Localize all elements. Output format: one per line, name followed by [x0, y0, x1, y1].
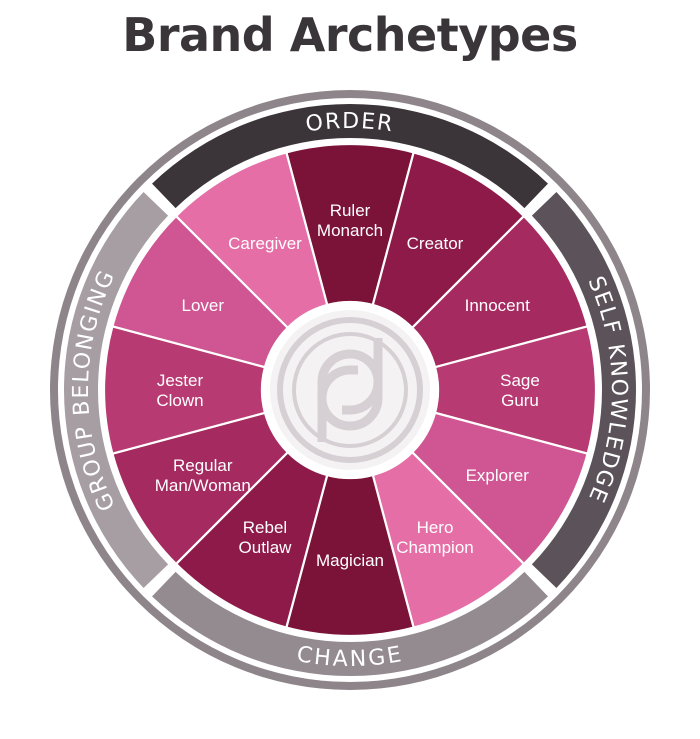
archetype-segment: Magician [284, 473, 416, 638]
center-emblem [261, 301, 439, 479]
segment-label: Innocent [465, 296, 530, 315]
segment-label-line: Creator [407, 234, 464, 253]
segment-label-line: Rebel [243, 518, 287, 537]
segment-label-line: Explorer [466, 466, 530, 485]
segment-label-line: Champion [396, 538, 474, 557]
segment-label-line: Clown [156, 391, 203, 410]
segment-label: Lover [182, 296, 225, 315]
page-title: Brand Archetypes [122, 8, 578, 62]
segment-label: Caregiver [228, 234, 302, 253]
ring-label-top: ORDER [304, 108, 396, 136]
segment-label: Explorer [466, 466, 530, 485]
segment-label-line: Monarch [317, 221, 383, 240]
segment-label: Magician [316, 551, 384, 570]
ring-band-left [64, 192, 169, 588]
segment-label-line: Caregiver [228, 234, 302, 253]
segment-label-line: Innocent [465, 296, 530, 315]
ring-band-right [531, 192, 636, 588]
segment-label: Creator [407, 234, 464, 253]
ring-band-top [152, 104, 548, 209]
segment-label-line: Magician [316, 551, 384, 570]
segment-label-line: Ruler [330, 201, 371, 220]
segment-label-line: Regular [173, 456, 233, 475]
segment-label-line: Sage [500, 371, 540, 390]
segment-label-line: Lover [182, 296, 225, 315]
segment-label-line: Jester [157, 371, 204, 390]
brand-monogram-icon [277, 317, 423, 463]
ring-band-bottom [152, 571, 548, 676]
segment-label-line: Outlaw [239, 538, 293, 557]
segment-label-line: Guru [501, 391, 539, 410]
segment-label-line: Hero [417, 518, 454, 537]
segment-label-line: Man/Woman [155, 476, 251, 495]
